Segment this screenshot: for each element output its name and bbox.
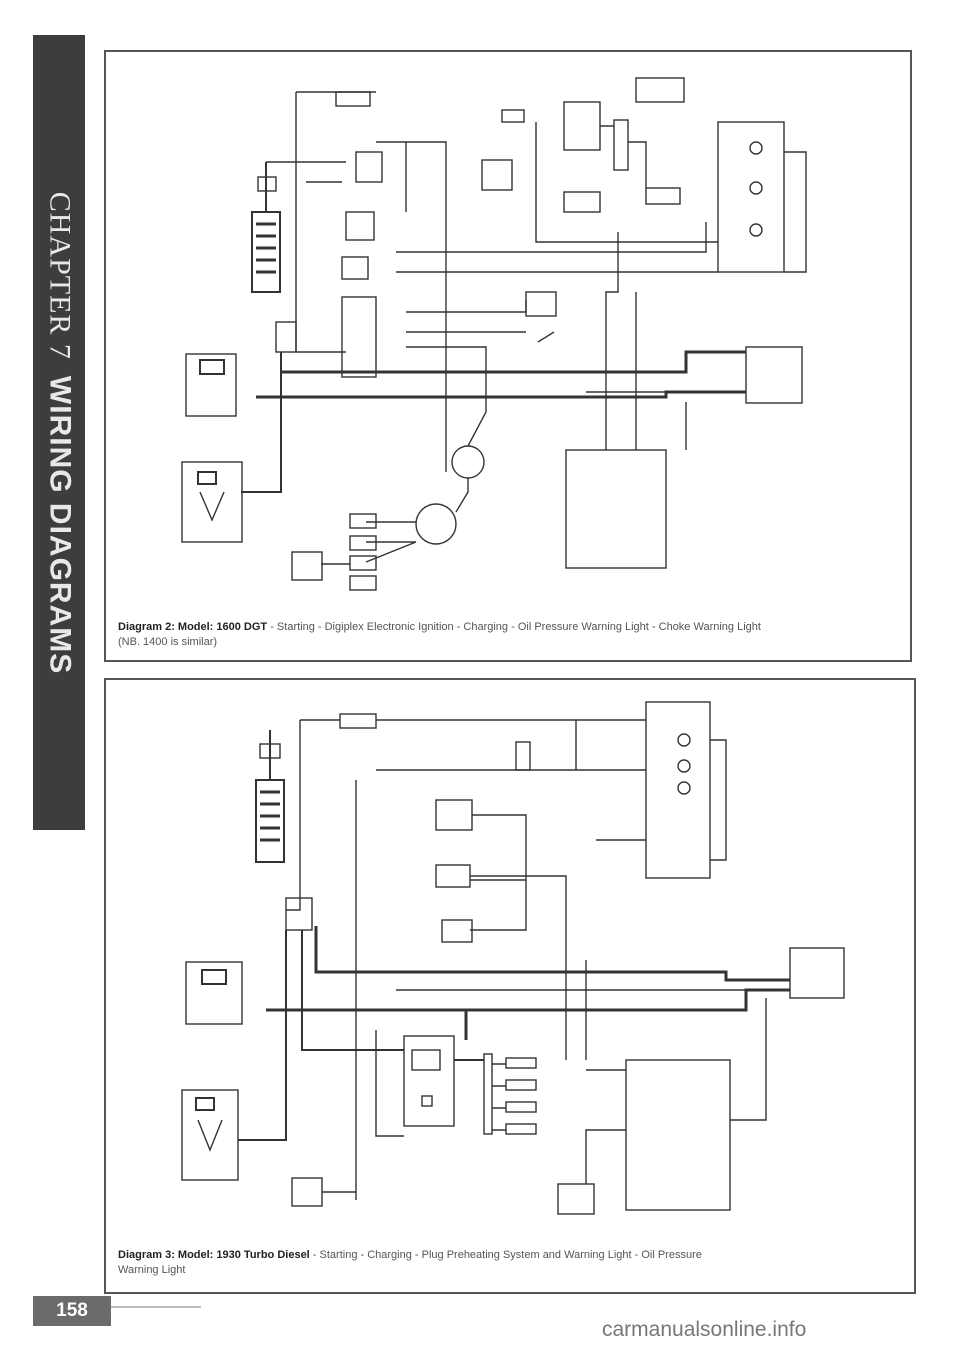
instrument-cluster-box: [717, 121, 785, 273]
diagram-2-schematic: [181, 77, 807, 591]
section-title: WIRING DIAGRAMS: [43, 375, 77, 674]
diagram-3-caption-note: Warning Light: [118, 1264, 186, 1276]
alternator-box-2: [181, 1089, 239, 1181]
diagram-2-caption: Diagram 2: Model: 1600 DGT - Starting - …: [118, 620, 898, 650]
instrument-cluster-box-2: [645, 701, 711, 879]
diagram-3-caption-title: Diagram 3: Model: 1930 Turbo Diesel: [118, 1249, 310, 1261]
diagram-2-panel: Diagram 2: Model: 1600 DGT - Starting - …: [104, 50, 912, 662]
page-number-rule: [111, 1306, 201, 1308]
diagram-2-caption-note: (NB. 1400 is similar): [118, 636, 218, 648]
diagram-3-panel: Diagram 3: Model: 1930 Turbo Diesel - St…: [104, 678, 916, 1294]
diagram-2-caption-text: - Starting - Digiplex Electronic Ignitio…: [267, 621, 761, 633]
watermark: carmanualsonline.info: [602, 1318, 807, 1341]
chapter-title: CHAPTER 7: [43, 191, 77, 360]
distributor-symbol: [451, 445, 485, 479]
diagram-2-caption-title: Diagram 2: Model: 1600 DGT: [118, 621, 268, 633]
chapter-tab-label: CHAPTER 7 WIRING DIAGRAMS: [33, 35, 85, 830]
diagram-3-caption: Diagram 3: Model: 1930 Turbo Diesel - St…: [118, 1248, 898, 1278]
diagram-3-caption-text: - Starting - Charging - Plug Preheating …: [309, 1249, 702, 1261]
alternator-box: [181, 461, 243, 543]
ignition-module: [341, 296, 377, 378]
page-number: 158: [33, 1296, 111, 1326]
chapter-tab: [33, 35, 85, 830]
ignition-switch-box: [185, 353, 237, 417]
diagram-3-schematic: [181, 701, 845, 1215]
preheating-control-unit: [403, 1035, 455, 1127]
ignition-switch-box-2: [185, 961, 243, 1025]
